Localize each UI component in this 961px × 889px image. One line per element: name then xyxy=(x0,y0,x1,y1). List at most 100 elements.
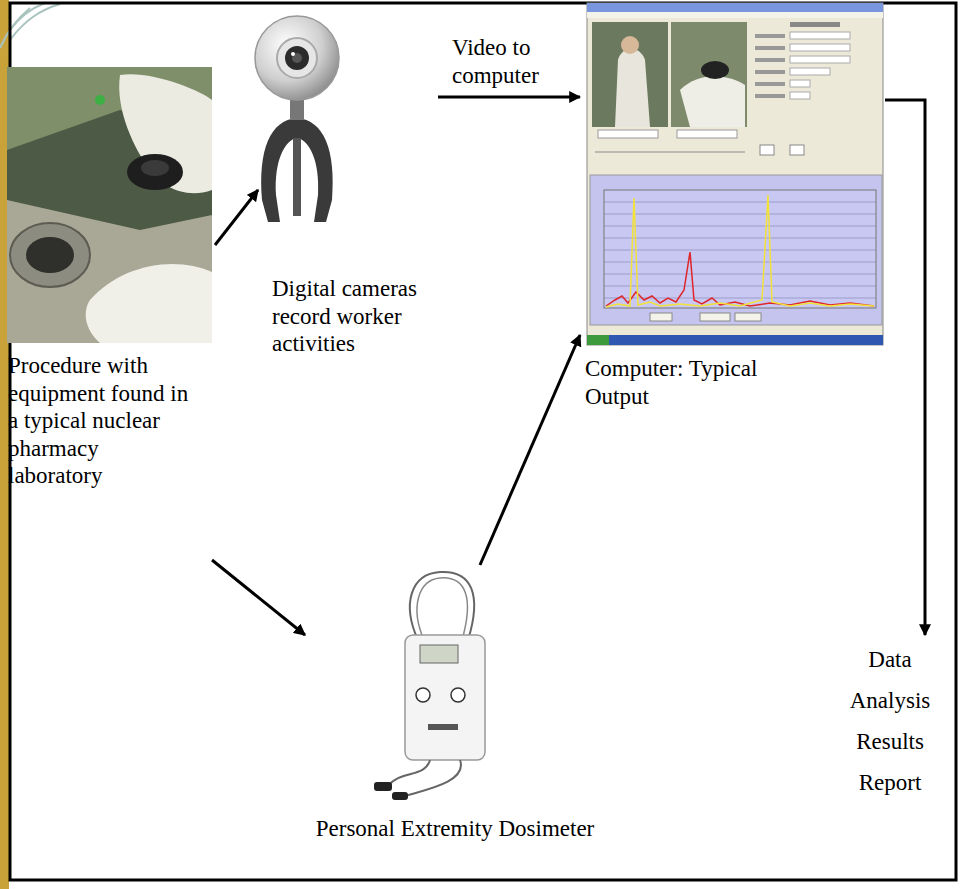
webcam-picture xyxy=(261,118,333,222)
slide-frame xyxy=(0,8,30,48)
software-screenshot xyxy=(790,80,810,87)
software-screenshot xyxy=(598,130,658,138)
software-screenshot xyxy=(587,3,883,345)
dosimeter-picture xyxy=(420,645,458,663)
dosimeter-node: Personal Extremity Dosimeter xyxy=(305,565,605,849)
software-screenshot xyxy=(590,175,882,325)
flow-arrow xyxy=(212,560,305,635)
webcam-picture xyxy=(291,52,295,56)
dosimeter-picture xyxy=(417,578,467,640)
software-screenshot xyxy=(701,61,729,79)
software-screenshot xyxy=(755,82,785,86)
dosimeter-picture xyxy=(388,760,430,786)
software-screenshot xyxy=(604,286,876,287)
software-screenshot xyxy=(587,3,883,345)
dosimeter-picture xyxy=(392,792,408,800)
software-screenshot xyxy=(680,76,745,127)
software-screenshot xyxy=(700,313,730,321)
dosimeter-picture xyxy=(410,572,474,640)
node-caption: Computer: Typical Output xyxy=(585,355,780,410)
node-caption: Data Analysis Results Report xyxy=(835,639,945,803)
software-screenshot xyxy=(677,130,737,138)
software-screenshot xyxy=(606,252,874,306)
software-screenshot xyxy=(604,226,876,227)
software-screenshot xyxy=(621,36,639,54)
software-screenshot xyxy=(755,94,785,98)
webcam-picture xyxy=(255,16,339,100)
procedure-photo xyxy=(95,95,105,105)
software-screenshot xyxy=(604,202,876,298)
procedure-photo xyxy=(7,67,212,343)
software-screenshot xyxy=(790,32,850,39)
computer-node: Computer: Typical Output xyxy=(580,3,885,416)
node-caption: Digital cameras record worker activities xyxy=(272,275,432,358)
software-screenshot xyxy=(755,70,785,74)
software-screenshot xyxy=(790,22,840,27)
software-screenshot xyxy=(790,56,850,63)
procedure-photo xyxy=(26,237,74,273)
software-screenshot xyxy=(755,58,785,62)
dosimeter-picture xyxy=(374,572,485,800)
edge-label: Video to computer xyxy=(450,34,569,89)
software-screenshot xyxy=(755,34,785,38)
software-screenshot xyxy=(650,313,672,321)
camera-node: Digital cameras record worker activities xyxy=(258,5,438,364)
software-screenshot xyxy=(604,298,876,299)
software-screenshot xyxy=(604,262,876,263)
node-caption: Personal Extremity Dosimeter xyxy=(305,815,605,843)
software-screenshot xyxy=(790,44,850,51)
webcam-picture xyxy=(293,138,301,216)
slide-frame xyxy=(10,3,956,880)
software-screenshot xyxy=(592,22,668,127)
dosimeter-picture xyxy=(416,688,430,702)
software-screenshot xyxy=(615,49,650,127)
dosimeter-picture xyxy=(374,782,392,791)
webcam-picture xyxy=(292,53,302,63)
webcam-picture xyxy=(255,16,339,222)
software-screenshot xyxy=(587,12,883,18)
procedure-photo xyxy=(119,74,212,193)
flow-arrow xyxy=(215,190,258,245)
software-screenshot xyxy=(604,190,876,308)
software-screenshot xyxy=(790,92,810,99)
webcam-picture xyxy=(277,38,317,78)
node-caption: Procedure with equipment found in a typi… xyxy=(8,352,193,490)
software-screenshot xyxy=(606,195,874,307)
procedure-photo xyxy=(7,67,212,343)
software-screenshot xyxy=(604,238,876,239)
slide-frame xyxy=(10,3,45,30)
software-screenshot xyxy=(790,145,804,155)
software-screenshot xyxy=(595,152,745,153)
procedure-node: Procedure with equipment found in a typi… xyxy=(7,67,215,560)
procedure-photo xyxy=(127,154,183,190)
slide-frame xyxy=(10,4,60,40)
software-screenshot xyxy=(790,68,830,75)
procedure-photo xyxy=(7,200,212,343)
dosimeter-picture xyxy=(405,760,461,796)
software-screenshot xyxy=(587,335,609,345)
software-screenshot xyxy=(760,145,774,155)
software-screenshot xyxy=(755,46,785,50)
flow-arrow xyxy=(885,100,925,635)
dosimeter-picture xyxy=(405,635,485,760)
software-screenshot xyxy=(735,313,761,321)
software-screenshot xyxy=(604,274,876,275)
procedure-photo xyxy=(86,264,212,343)
procedure-photo xyxy=(141,160,169,176)
procedure-photo xyxy=(10,223,90,287)
software-screenshot xyxy=(604,202,876,203)
software-screenshot xyxy=(604,250,876,251)
software-screenshot xyxy=(587,3,883,12)
software-screenshot xyxy=(671,22,747,127)
software-screenshot xyxy=(587,335,883,345)
flow-arrow xyxy=(438,96,580,99)
dosimeter-picture xyxy=(451,688,465,702)
result-node: Data Analysis Results Report xyxy=(835,635,945,809)
webcam-picture xyxy=(285,46,309,70)
software-screenshot xyxy=(604,214,876,215)
dosimeter-picture xyxy=(428,724,458,730)
